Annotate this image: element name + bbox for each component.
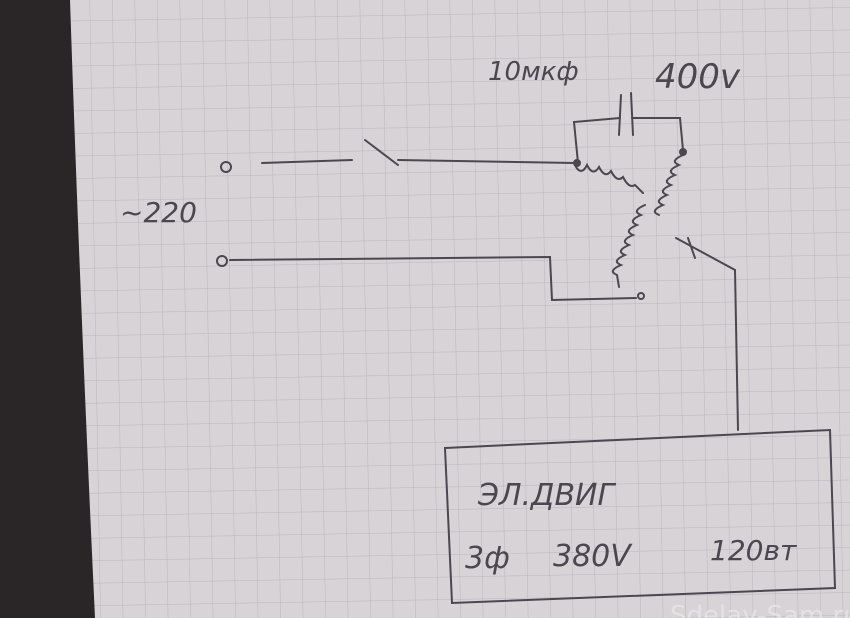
winding-2 bbox=[653, 154, 684, 216]
wire-bottom bbox=[229, 255, 637, 302]
motor-phases: 3ф bbox=[465, 541, 510, 576]
terminal-bottom bbox=[216, 255, 228, 267]
supply-label: ~220 bbox=[120, 196, 197, 229]
motor-lead bbox=[675, 237, 739, 431]
capacitor-wire bbox=[572, 117, 684, 164]
winding-1 bbox=[574, 162, 644, 194]
watermark: Sdelay-Sam.ru bbox=[670, 601, 850, 618]
wire-top bbox=[261, 159, 353, 164]
motor-title: ЭЛ.ДВИГ bbox=[477, 478, 617, 513]
capacitor-label: 10мкф bbox=[488, 57, 579, 87]
winding-3 bbox=[611, 204, 646, 288]
motor-voltage: 380V bbox=[553, 539, 633, 574]
capacitor-icon bbox=[618, 92, 634, 136]
switch-icon bbox=[364, 139, 576, 166]
capacitor-voltage: 400v bbox=[655, 57, 741, 97]
motor-box bbox=[443, 428, 837, 605]
motor-power: 120вт bbox=[710, 534, 797, 567]
terminal-top bbox=[220, 161, 232, 173]
